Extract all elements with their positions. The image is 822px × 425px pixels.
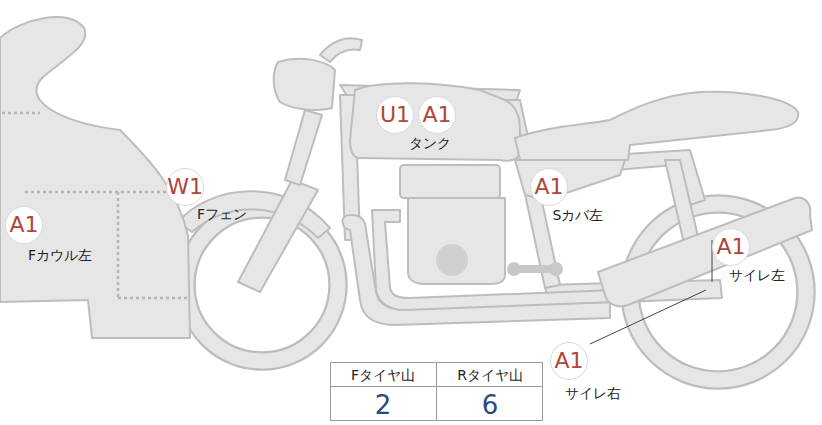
part-name: Fカウル左 — [26, 247, 94, 264]
damage-code: A1 — [716, 236, 745, 258]
damage-code: W1 — [167, 176, 203, 198]
damage-code: U1 — [380, 104, 410, 126]
damage-code: A1 — [9, 214, 38, 236]
callout-circle: A1 — [550, 342, 588, 380]
callout-circle: A1 — [418, 96, 456, 134]
part-name: タンク — [407, 135, 453, 152]
callout-circle: U1 — [376, 96, 414, 134]
part-name: サイレ右 — [563, 385, 623, 402]
table-header: Fタイヤ山 — [351, 368, 415, 382]
callout-circle: A1 — [530, 168, 568, 206]
callout-circle: W1 — [166, 168, 204, 206]
damage-code: A1 — [422, 104, 451, 126]
table-value: 6 — [482, 392, 499, 418]
part-name: サイレ左 — [727, 267, 787, 284]
damage-code: A1 — [534, 176, 563, 198]
part-name: Sカバ左 — [551, 207, 606, 224]
callout-circle: A1 — [712, 228, 750, 266]
table-value: 2 — [375, 392, 392, 418]
table-header: Rタイヤ山 — [457, 368, 523, 382]
damage-code: A1 — [554, 350, 583, 372]
callout-circle: A1 — [5, 206, 43, 244]
part-name: Fフェン — [195, 206, 249, 223]
